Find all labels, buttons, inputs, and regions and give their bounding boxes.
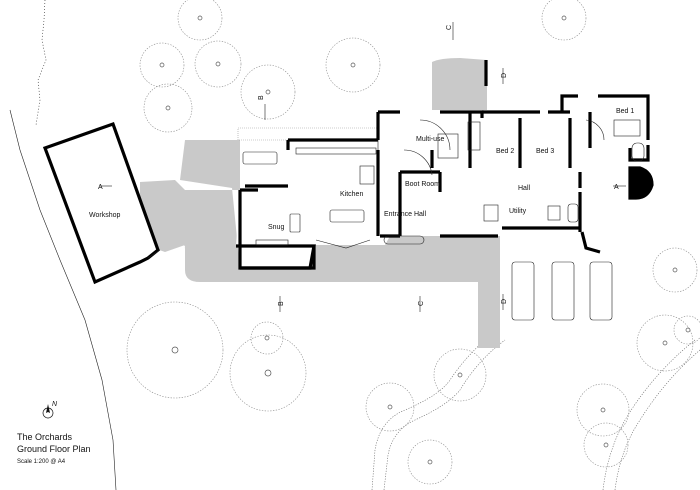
room-label-workshop: Workshop (89, 212, 120, 219)
tree-canopy (583, 422, 629, 468)
title-block: The Orchards Ground Floor Plan (17, 431, 91, 455)
section-label-a-west: A (98, 184, 103, 191)
tree-canopy (143, 83, 193, 133)
tree-trunk (159, 62, 165, 68)
north-arrow-icon: N (42, 401, 58, 419)
tree-canopy (194, 40, 242, 88)
tree-canopy (240, 64, 296, 120)
driveway (371, 329, 700, 490)
tree-canopy (636, 314, 694, 372)
room-label-kitchen: Kitchen (340, 191, 363, 198)
north-label: N (52, 401, 58, 408)
tree-trunk (350, 62, 356, 68)
section-markers (100, 22, 626, 312)
room-label-bed1: Bed 1 (616, 108, 634, 115)
furniture (242, 119, 645, 249)
tree-canopy (541, 0, 587, 41)
tree-canopy (365, 382, 415, 432)
tree-trunk (264, 335, 270, 341)
tree-canopy (433, 348, 487, 402)
paving (140, 58, 500, 348)
section-label-c-north: C (446, 25, 453, 30)
tree-canopy (673, 315, 700, 345)
tree-trunk (171, 346, 179, 354)
tree-trunk (603, 442, 609, 448)
room-label-bed2: Bed 2 (496, 148, 514, 155)
tree-trunk (457, 372, 463, 378)
tree-trunk (662, 340, 668, 346)
tree-canopy (325, 37, 381, 93)
terrace-north (432, 58, 487, 110)
room-label-hall: Hall (518, 185, 531, 192)
section-label-a-east: A (614, 184, 619, 191)
tree-trunk (561, 15, 567, 21)
tree-trunk (387, 404, 393, 410)
section-label-b-north: B (258, 95, 265, 100)
tree-canopy (177, 0, 223, 41)
section-label-d-north: D (501, 73, 508, 78)
tree-trunk (197, 15, 203, 21)
room-label-utility: Utility (509, 208, 527, 215)
room-label-entrance-hall: Entrance Hall (384, 211, 426, 218)
path-south (478, 252, 500, 348)
room-label-boot-room: Boot Room (405, 181, 440, 188)
section-label-d-south: D (501, 299, 508, 304)
project-title: The Orchards (17, 432, 73, 442)
site-boundary (9, 0, 117, 490)
tree-canopy (407, 439, 453, 485)
tree-trunk (165, 105, 171, 111)
room-label-bed3: Bed 3 (536, 148, 554, 155)
drawing-title: Ground Floor Plan (17, 444, 91, 454)
tree-canopy (139, 42, 185, 88)
section-label-c-south: C (418, 301, 425, 306)
tree-canopy (652, 247, 698, 293)
tree-trunk (215, 61, 221, 67)
tree-canopy (250, 321, 284, 355)
tree-canopy (229, 334, 307, 412)
tree-trunk (600, 407, 606, 413)
section-label-b-south: B (278, 301, 285, 306)
tree-canopy (126, 301, 224, 399)
tree-trunk (265, 89, 271, 95)
scale-note: Scale 1:200 @ A4 (17, 459, 66, 465)
room-label-multi-use: Multi-use (416, 136, 445, 143)
tree-trunk (427, 459, 433, 465)
tree-trunk (672, 267, 678, 273)
trees (126, 0, 700, 485)
terrace-west (180, 140, 500, 282)
tree-canopy (576, 383, 630, 437)
tree-trunk (264, 369, 272, 377)
room-label-snug: Snug (268, 224, 284, 231)
workshop-building (42, 121, 161, 285)
parking (511, 261, 613, 321)
tree-trunk (685, 327, 691, 333)
